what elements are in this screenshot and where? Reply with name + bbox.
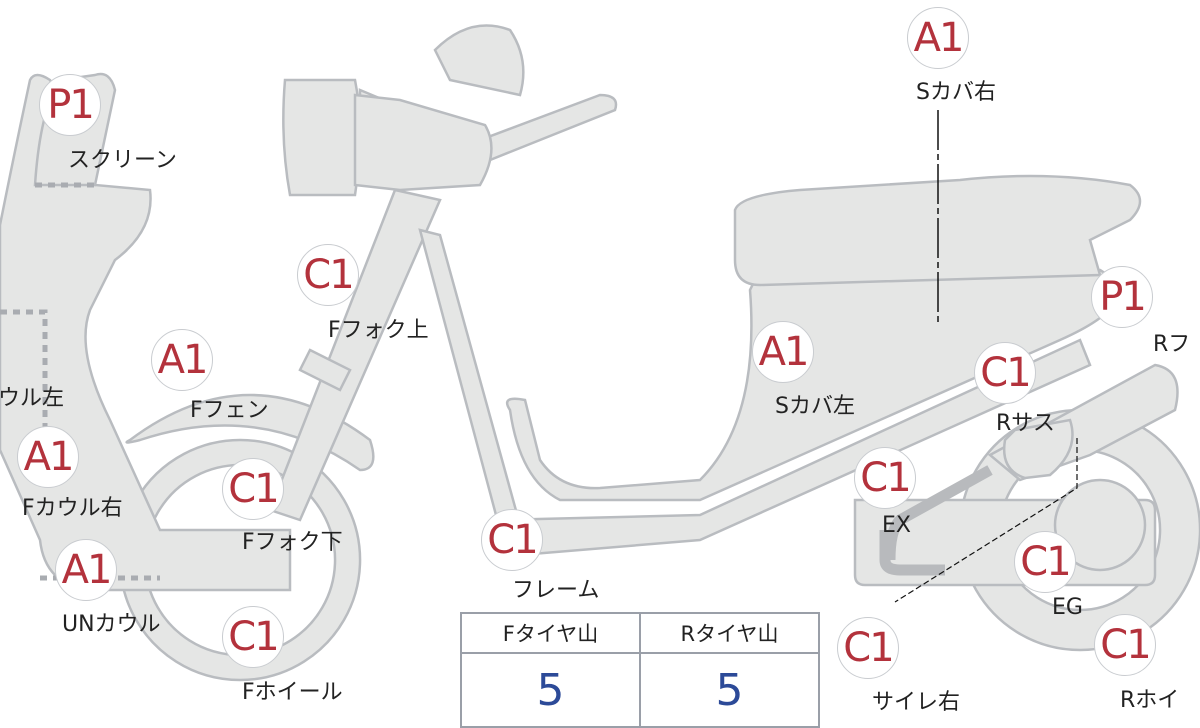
seat-cover-shape bbox=[505, 268, 1120, 502]
front-fork-shape bbox=[268, 188, 442, 522]
label-silencer-right: サイレ右 bbox=[872, 690, 961, 715]
label-under-cowl: UNカウル bbox=[62, 612, 161, 637]
grade-badge-seat-cover-right: A1 bbox=[907, 7, 969, 69]
front-tire-value: 5 bbox=[460, 652, 641, 728]
grade-badge-front-wheel: C1 bbox=[222, 606, 284, 668]
grade-badge-rear-suspension: C1 bbox=[974, 342, 1036, 404]
label-rear-suspension: Rサス bbox=[996, 411, 1055, 436]
grade-badge-silencer-right: C1 bbox=[837, 617, 899, 679]
label-seat-cover-right: Sカバ右 bbox=[916, 80, 996, 105]
label-exhaust: EX bbox=[882, 513, 911, 538]
rear-tire-value: 5 bbox=[639, 652, 820, 728]
mirror-shape bbox=[433, 24, 525, 97]
grade-badge-screen: P1 bbox=[39, 74, 101, 136]
grade-badge-exhaust: C1 bbox=[854, 447, 916, 509]
grade-badge-front-cowl-right: A1 bbox=[17, 426, 79, 488]
label-seat-cover-left: Sカバ左 bbox=[775, 394, 855, 419]
label-engine: EG bbox=[1052, 595, 1083, 620]
tire-tread-table: Fタイヤ山 Rタイヤ山 5 5 bbox=[460, 612, 820, 728]
grade-badge-fork-upper: C1 bbox=[297, 244, 359, 306]
label-rear-fender: Rフ bbox=[1153, 332, 1191, 357]
label-screen: スクリーン bbox=[68, 148, 177, 173]
grade-badge-under-cowl: A1 bbox=[55, 539, 117, 601]
label-fork-lower: Fフォク下 bbox=[242, 530, 343, 555]
grade-badge-fork-lower: C1 bbox=[222, 458, 284, 520]
label-frame: フレーム bbox=[512, 578, 600, 603]
grade-badge-frame: C1 bbox=[481, 509, 543, 571]
rear-tire-header: Rタイヤ山 bbox=[639, 612, 820, 654]
grade-badge-engine: C1 bbox=[1014, 531, 1076, 593]
grade-badge-seat-cover-left: A1 bbox=[752, 321, 814, 383]
rear-suspension-shape bbox=[1002, 418, 1074, 480]
front-tire-header: Fタイヤ山 bbox=[460, 612, 641, 654]
label-fork-upper: Fフォク上 bbox=[328, 318, 429, 343]
frame-tube-shape bbox=[418, 228, 522, 532]
label-front-wheel: Fホイール bbox=[242, 680, 343, 705]
grade-badge-rear-wheel: C1 bbox=[1094, 614, 1156, 676]
grade-badge-rear-fender: P1 bbox=[1091, 266, 1153, 328]
grade-badge-front-fender: A1 bbox=[151, 329, 213, 391]
label-front-cowl-left: ウル左 bbox=[0, 386, 65, 411]
label-front-cowl-right: Fカウル右 bbox=[22, 496, 123, 521]
label-rear-wheel: Rホイ bbox=[1120, 688, 1180, 713]
label-front-fender: Fフェン bbox=[190, 398, 269, 423]
headlight-shape bbox=[282, 78, 362, 197]
